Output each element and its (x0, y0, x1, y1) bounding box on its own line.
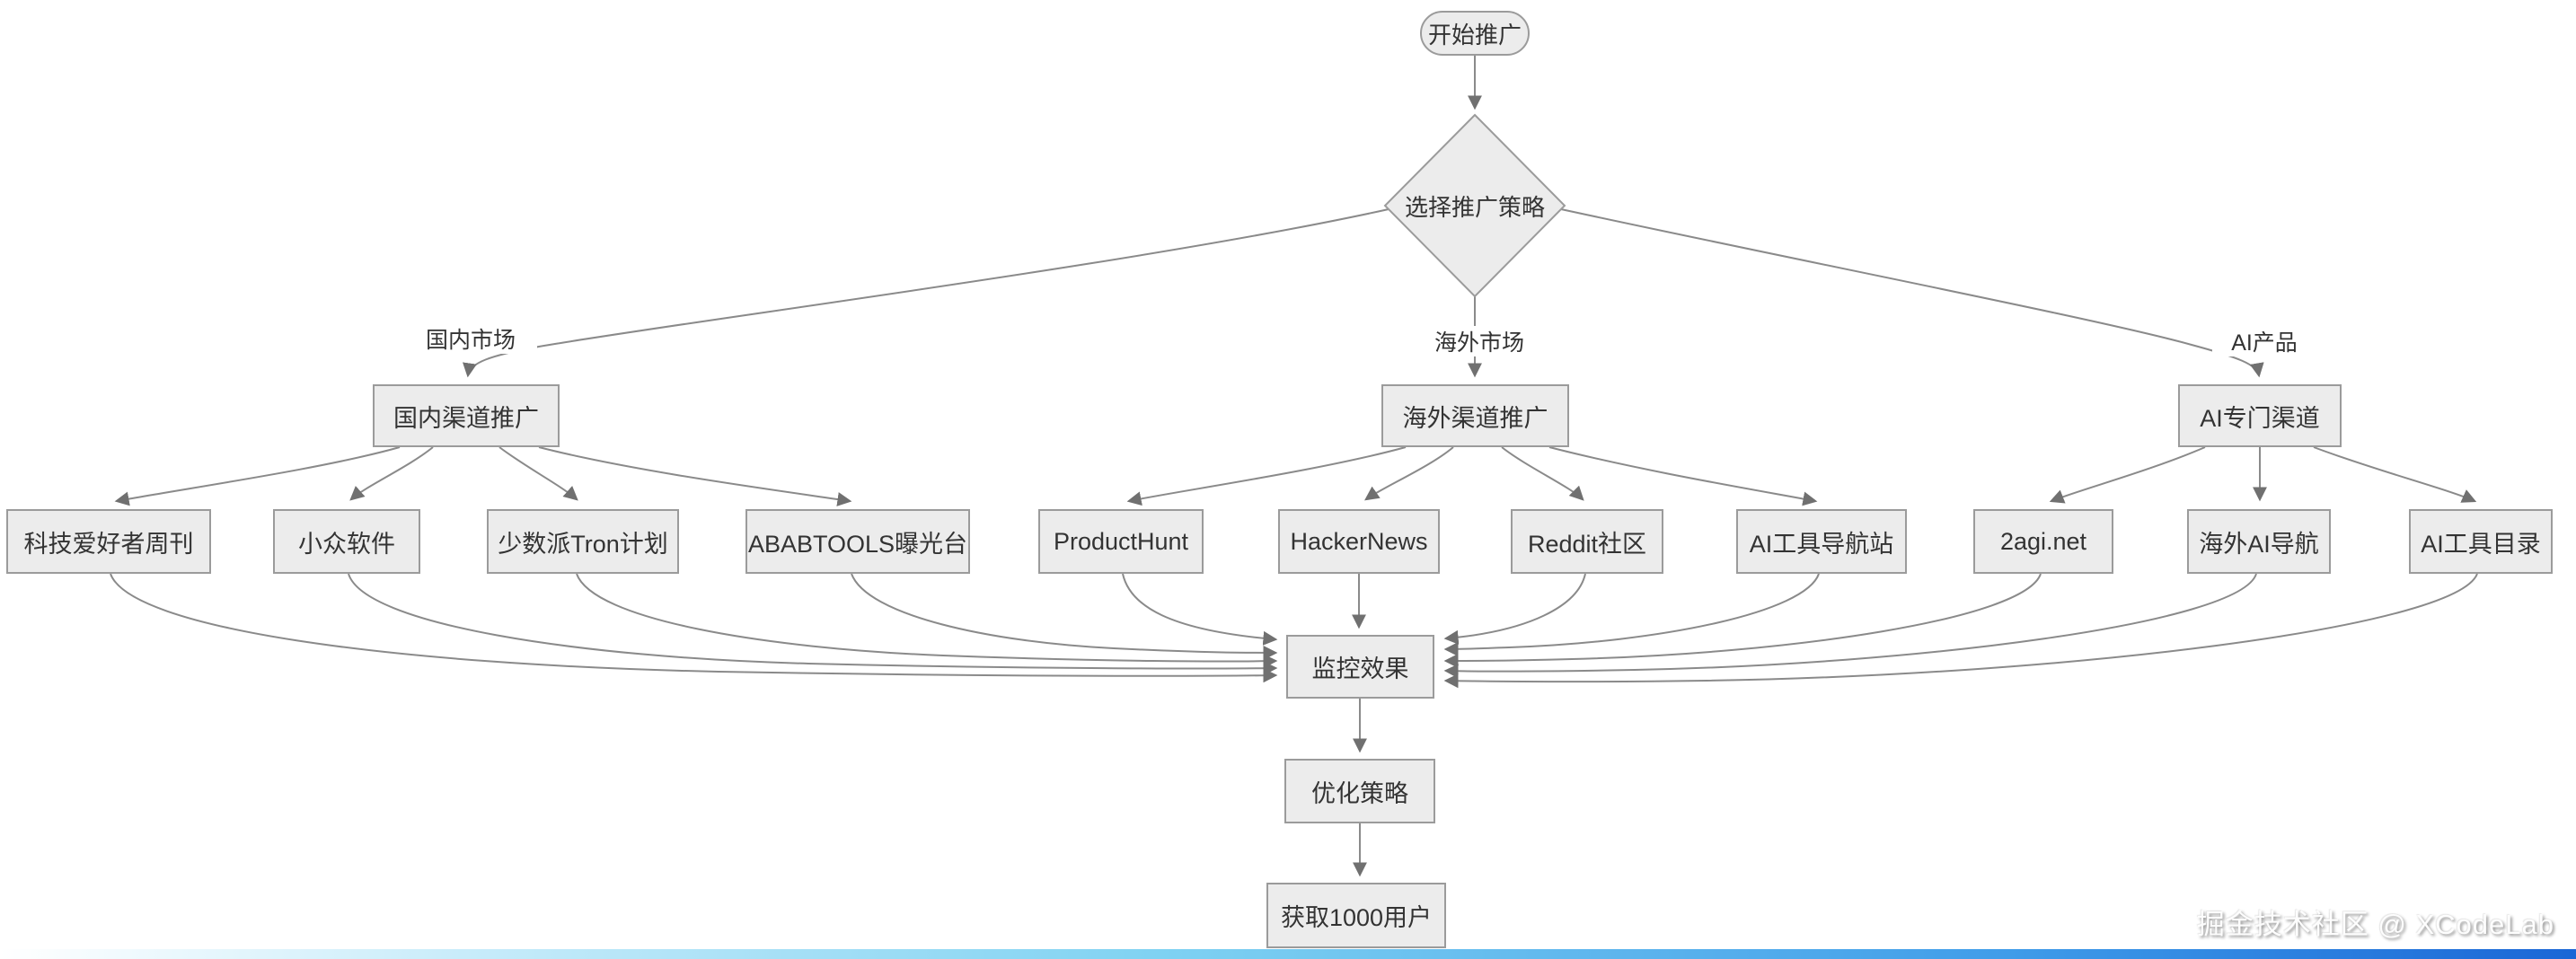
edge-domestic-c4 (538, 446, 852, 506)
edge-label-overseas-market: 海外市场 (1413, 326, 1546, 356)
node-tech-weekly: 科技爱好者周刊 (6, 509, 211, 574)
node-sspai-tron: 少数派Tron计划 (487, 509, 679, 574)
footer-gradient-bar (0, 949, 2576, 959)
edge-ai-c9 (2049, 446, 2206, 504)
edge-c4-monitor (851, 573, 1278, 660)
node-overseas-ai-nav: 海外AI导航 (2187, 509, 2331, 574)
node-ai-channel: AI专门渠道 (2178, 384, 2342, 447)
node-ai-tool-directory: AI工具目录 (2409, 509, 2553, 574)
node-hackernews: HackerNews (1278, 509, 1440, 574)
node-reddit: Reddit社区 (1511, 509, 1663, 574)
node-ababtools: ABABTOOLS曝光台 (745, 509, 970, 574)
edge-domestic-c2 (349, 446, 434, 501)
node-niche-software: 小众软件 (273, 509, 420, 574)
node-overseas-channel: 海外渠道推广 (1381, 384, 1569, 447)
edge-decision-ai (1560, 208, 2264, 378)
edge-c7-monitor (1443, 573, 1586, 645)
edge-domestic-c1 (114, 446, 401, 506)
node-decision-label: 选择推广策略 (1404, 193, 1545, 221)
edge-overseas-c7 (1501, 446, 1584, 501)
node-start: 开始推广 (1420, 11, 1530, 56)
edge-c8-monitor (1443, 573, 1820, 656)
edge-overseas-c6 (1364, 446, 1454, 501)
edge-overseas-c8 (1548, 446, 1818, 506)
edge-domestic-c3 (498, 446, 578, 501)
node-producthunt: ProductHunt (1038, 509, 1204, 574)
edge-label-domestic-market: 国内市场 (404, 323, 537, 354)
edge-ai-c11 (2313, 446, 2477, 503)
edge-decision-domestic (463, 208, 1389, 378)
decision-diamond-shape (1383, 113, 1566, 298)
node-ai-tool-nav: AI工具导航站 (1736, 509, 1907, 574)
edge-c9-monitor (1443, 573, 2042, 668)
edge-c10-monitor (1443, 573, 2257, 679)
edge-c11-monitor (1443, 573, 2478, 689)
node-2agi: 2agi.net (1973, 509, 2113, 574)
watermark: 掘金技术社区 @ XCodeLab (2196, 909, 2554, 940)
edge-overseas-c5 (1126, 446, 1407, 506)
node-goal: 获取1000用户 (1266, 883, 1446, 948)
edge-c5-monitor (1122, 573, 1278, 646)
edge-label-ai-product: AI产品 (2212, 326, 2316, 356)
edge-c1-monitor (110, 573, 1278, 683)
node-domestic-channel: 国内渠道推广 (373, 384, 560, 447)
edge-c2-monitor (348, 573, 1278, 676)
node-monitor: 监控效果 (1286, 635, 1434, 699)
edge-c3-monitor (576, 573, 1278, 669)
node-optimize: 优化策略 (1284, 759, 1435, 823)
